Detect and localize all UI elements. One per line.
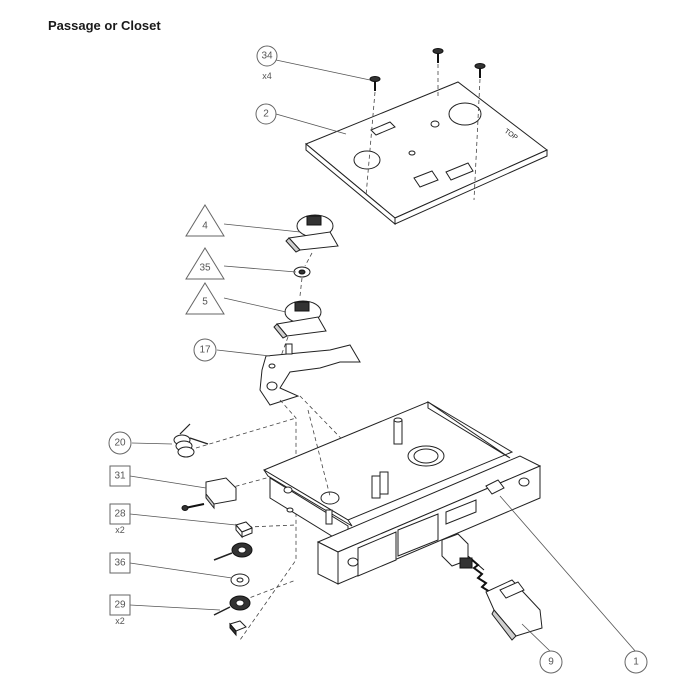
- callout-label: 20: [114, 438, 126, 449]
- callout-28: 28 x2: [109, 503, 131, 535]
- callout-label: 9: [548, 657, 554, 668]
- coil-spring-part-29: [213, 595, 251, 616]
- screw: [369, 76, 381, 91]
- callout-31: 31: [109, 465, 131, 487]
- callout-20: 20: [108, 431, 132, 455]
- callout-label: 17: [199, 345, 211, 356]
- callout-34: 34 x4: [256, 45, 278, 81]
- callout-label: 34: [261, 51, 273, 62]
- callout-label: 2: [263, 109, 269, 120]
- callout-35: 35: [185, 247, 225, 280]
- callout-label: 5: [202, 297, 208, 308]
- bracket-part-31: [181, 477, 237, 511]
- callout-4: 4: [185, 204, 225, 237]
- lever-part-17: [259, 343, 361, 406]
- spring-part-20: [173, 423, 209, 458]
- callout-29: 29 x2: [109, 594, 131, 626]
- washer-part-35: [293, 266, 311, 278]
- latch-part-9: [441, 533, 543, 641]
- block-part-28: [235, 521, 253, 539]
- callout-label: 36: [114, 558, 126, 569]
- callout-qty: x2: [115, 525, 125, 535]
- callout-label: 28: [114, 509, 126, 520]
- washer-part-36: [230, 573, 250, 587]
- callout-1: 1: [624, 650, 648, 674]
- hub-part-5: [273, 300, 327, 339]
- cover-plate: TOP: [305, 81, 548, 226]
- screw: [432, 48, 444, 63]
- callout-17: 17: [193, 338, 217, 362]
- callout-label: 29: [114, 600, 126, 611]
- callout-36: 36: [109, 552, 131, 574]
- screw-group-34: [365, 48, 486, 201]
- page-title: Passage or Closet: [48, 18, 161, 33]
- hub-part-4: [285, 214, 339, 253]
- callout-9: 9: [539, 650, 563, 674]
- callout-5: 5: [185, 282, 225, 315]
- screw: [474, 63, 486, 78]
- lock-case-part-1: [262, 401, 542, 585]
- callout-label: 4: [202, 221, 208, 232]
- small-block: [229, 620, 247, 637]
- callout-2: 2: [255, 103, 277, 125]
- callout-qty: x2: [115, 616, 125, 626]
- callout-label: 35: [199, 263, 211, 274]
- coil-spring: [213, 542, 253, 561]
- callout-label: 31: [114, 471, 126, 482]
- callout-qty: x4: [262, 71, 272, 81]
- callout-label: 1: [633, 657, 639, 668]
